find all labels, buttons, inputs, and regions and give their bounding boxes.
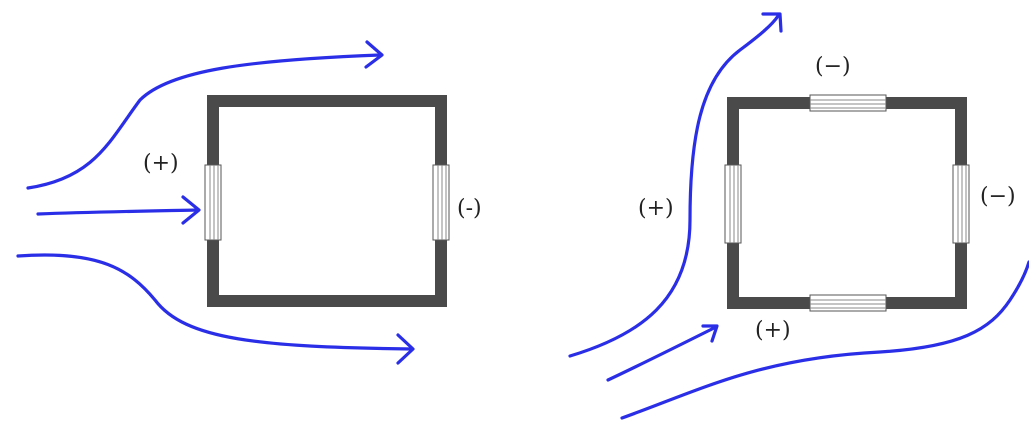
left-airflow-arrow-bottom: [16, 253, 414, 351]
right-airflow-arrow-upward: [568, 14, 780, 358]
left-room-window-west: [204, 164, 222, 241]
right-room-interior: [739, 109, 955, 297]
left-airflow-arrow-top: [26, 53, 382, 190]
right-room-window-east: [952, 164, 970, 244]
right-room-window-north: [809, 94, 887, 112]
right-south-pressure-label: (+): [755, 318, 791, 343]
left-room-window-east: [432, 164, 450, 241]
right-airflow-arrow-middle: [606, 325, 718, 382]
left-windward-pressure-label: (+): [143, 151, 179, 176]
right-airflow-arrow-middle-head: [701, 324, 719, 343]
right-diagram: (+) (−) (−) (+): [568, 12, 1029, 420]
left-airflow-arrow-bottom-head: [396, 333, 415, 365]
left-diagram: (+) (-): [16, 40, 482, 365]
left-leeward-pressure-label: (-): [457, 196, 482, 221]
right-airflow-arrow-upward-head: [761, 12, 783, 33]
left-airflow-arrow-middle: [36, 208, 200, 216]
right-room-window-south: [809, 294, 887, 312]
right-room: [724, 94, 970, 312]
right-east-pressure-label: (−): [980, 184, 1016, 209]
left-airflow-arrow-top-head: [364, 40, 384, 69]
left-room: [204, 95, 450, 307]
left-airflow-arrow-middle-head: [181, 195, 201, 225]
right-room-window-west: [724, 164, 742, 244]
left-room-interior: [219, 107, 435, 295]
right-north-pressure-label: (−): [815, 54, 851, 79]
right-airflow-arrow-bottom: [620, 260, 1029, 420]
right-west-pressure-label: (+): [638, 196, 674, 221]
